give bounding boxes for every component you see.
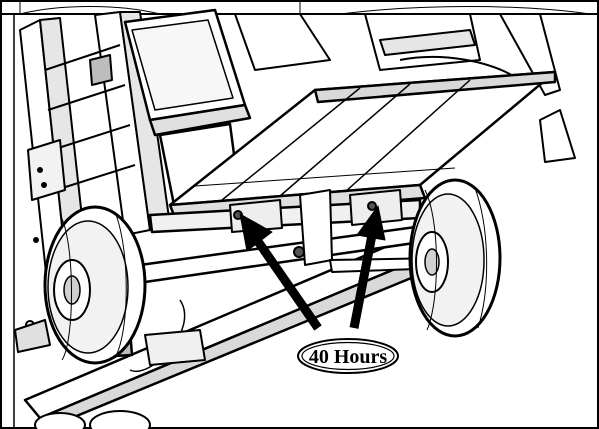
service-interval-callout: 40 Hours xyxy=(297,338,399,374)
lower-parts xyxy=(14,319,206,429)
right-wheel xyxy=(408,178,502,338)
left-wheel xyxy=(43,205,147,365)
arrow-left xyxy=(239,213,322,331)
callout-label: 40 Hours xyxy=(309,346,388,368)
grease-arrows xyxy=(239,205,386,331)
upper-rails xyxy=(234,13,576,163)
operator-box xyxy=(123,8,252,212)
arrow-right xyxy=(349,205,386,329)
